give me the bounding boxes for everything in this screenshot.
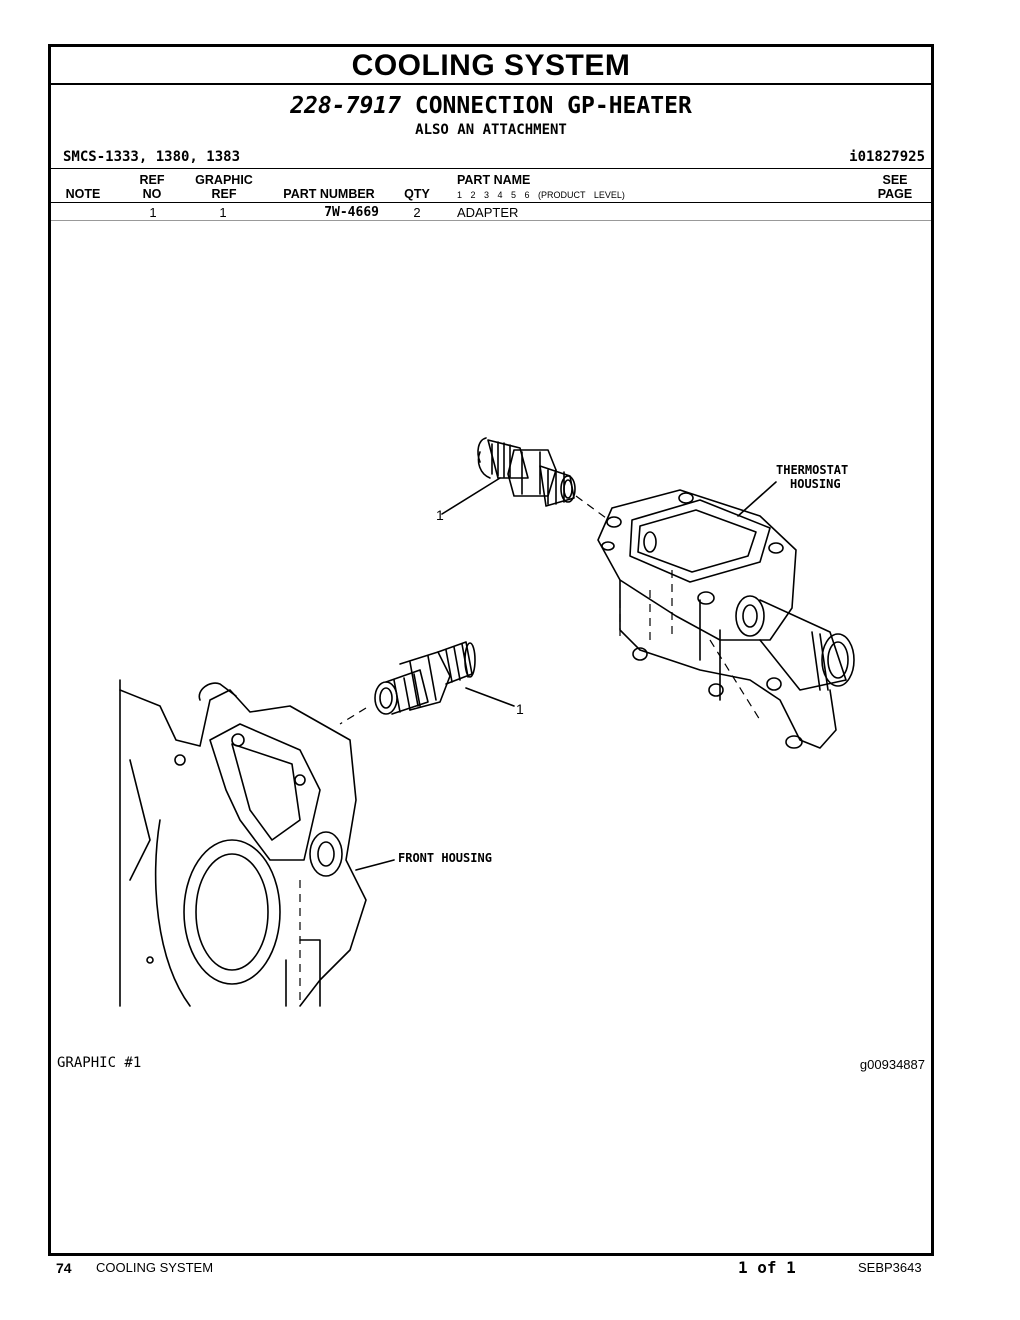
thermostat-housing-drawing bbox=[597, 489, 855, 749]
callout-front-housing: FRONT HOUSING bbox=[398, 851, 492, 865]
smcs-codes: SMCS-1333, 1380, 1383 bbox=[63, 149, 241, 165]
callout-ref-lower: 1 bbox=[516, 701, 524, 717]
section-title: COOLING SYSTEM bbox=[351, 49, 631, 82]
leader-line-lower bbox=[465, 687, 515, 707]
row-graphic-ref: 1 bbox=[219, 205, 227, 220]
row-qty: 2 bbox=[413, 205, 421, 220]
col-part-number: PART NUMBER bbox=[283, 187, 375, 201]
front-housing-drawing bbox=[119, 679, 367, 1007]
footer-section: COOLING SYSTEM bbox=[96, 1260, 214, 1275]
col-part-name: PART NAME bbox=[457, 173, 531, 187]
leader-line-front-housing bbox=[355, 859, 395, 871]
graphic-label: GRAPHIC #1 bbox=[57, 1055, 142, 1071]
page-frame: COOLING SYSTEM 228-7917 CONNECTION GP-HE… bbox=[48, 44, 934, 1256]
footer-doc-number: SEBP3643 bbox=[858, 1260, 922, 1275]
callout-ref-upper: 1 bbox=[436, 507, 444, 523]
callout-thermostat-line2: HOUSING bbox=[790, 477, 841, 491]
lower-adapter-drawing bbox=[374, 641, 476, 715]
footer-page-of: 1 of 1 bbox=[738, 1258, 796, 1277]
section-title-bar: COOLING SYSTEM bbox=[51, 47, 931, 85]
header-divider bbox=[51, 168, 931, 169]
illustration-id: i01827925 bbox=[849, 149, 925, 165]
row-part-number: 7W-4669 bbox=[324, 205, 379, 220]
group-title: 228-7917 CONNECTION GP-HEATER bbox=[51, 93, 931, 119]
row-ref-no: 1 bbox=[149, 205, 157, 220]
col-product-levels: 1 2 3 4 5 6 (PRODUCT LEVEL) bbox=[457, 190, 625, 200]
leader-line-upper bbox=[441, 477, 501, 515]
subtitle: ALSO AN ATTACHMENT bbox=[415, 122, 567, 138]
row-divider bbox=[51, 220, 931, 221]
leader-line-thermostat bbox=[737, 481, 777, 517]
callout-thermostat-line1: THERMOSTAT bbox=[776, 463, 848, 477]
group-number: 228-7917 bbox=[290, 93, 401, 119]
group-name: CONNECTION GP-HEATER bbox=[414, 93, 692, 119]
column-header-divider bbox=[51, 202, 931, 203]
footer-page-number: 74 bbox=[56, 1260, 72, 1276]
col-note: NOTE bbox=[65, 187, 101, 201]
row-part-name: ADAPTER bbox=[457, 205, 519, 220]
graphic-id: g00934887 bbox=[859, 1057, 925, 1072]
col-qty: QTY bbox=[404, 187, 430, 201]
upper-adapter-drawing bbox=[477, 437, 576, 507]
